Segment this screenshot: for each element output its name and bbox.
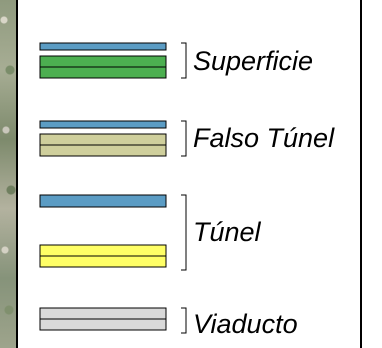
tunel-bracket-icon xyxy=(181,194,187,271)
viaducto-symbol xyxy=(39,307,167,331)
right-margin xyxy=(362,0,382,348)
superficie-bracket-icon xyxy=(181,42,187,79)
viaducto-label: Viaducto xyxy=(193,309,298,339)
viaducto-bracket-icon xyxy=(181,307,187,334)
superficie-blue-line xyxy=(39,42,167,51)
falso-tunel-bracket-icon xyxy=(181,120,187,157)
superficie-label: Superficie xyxy=(193,46,314,76)
superficie-symbol xyxy=(39,42,167,79)
falso-tunel-blue-line xyxy=(39,120,167,129)
tunel-blue-band xyxy=(39,194,167,208)
falso-tunel-symbol xyxy=(39,120,167,157)
tunel-label: Túnel xyxy=(193,217,261,247)
tunel-symbol xyxy=(39,194,167,268)
falso-tunel-label: Falso Túnel xyxy=(193,123,335,153)
map-background-strip xyxy=(0,0,16,348)
